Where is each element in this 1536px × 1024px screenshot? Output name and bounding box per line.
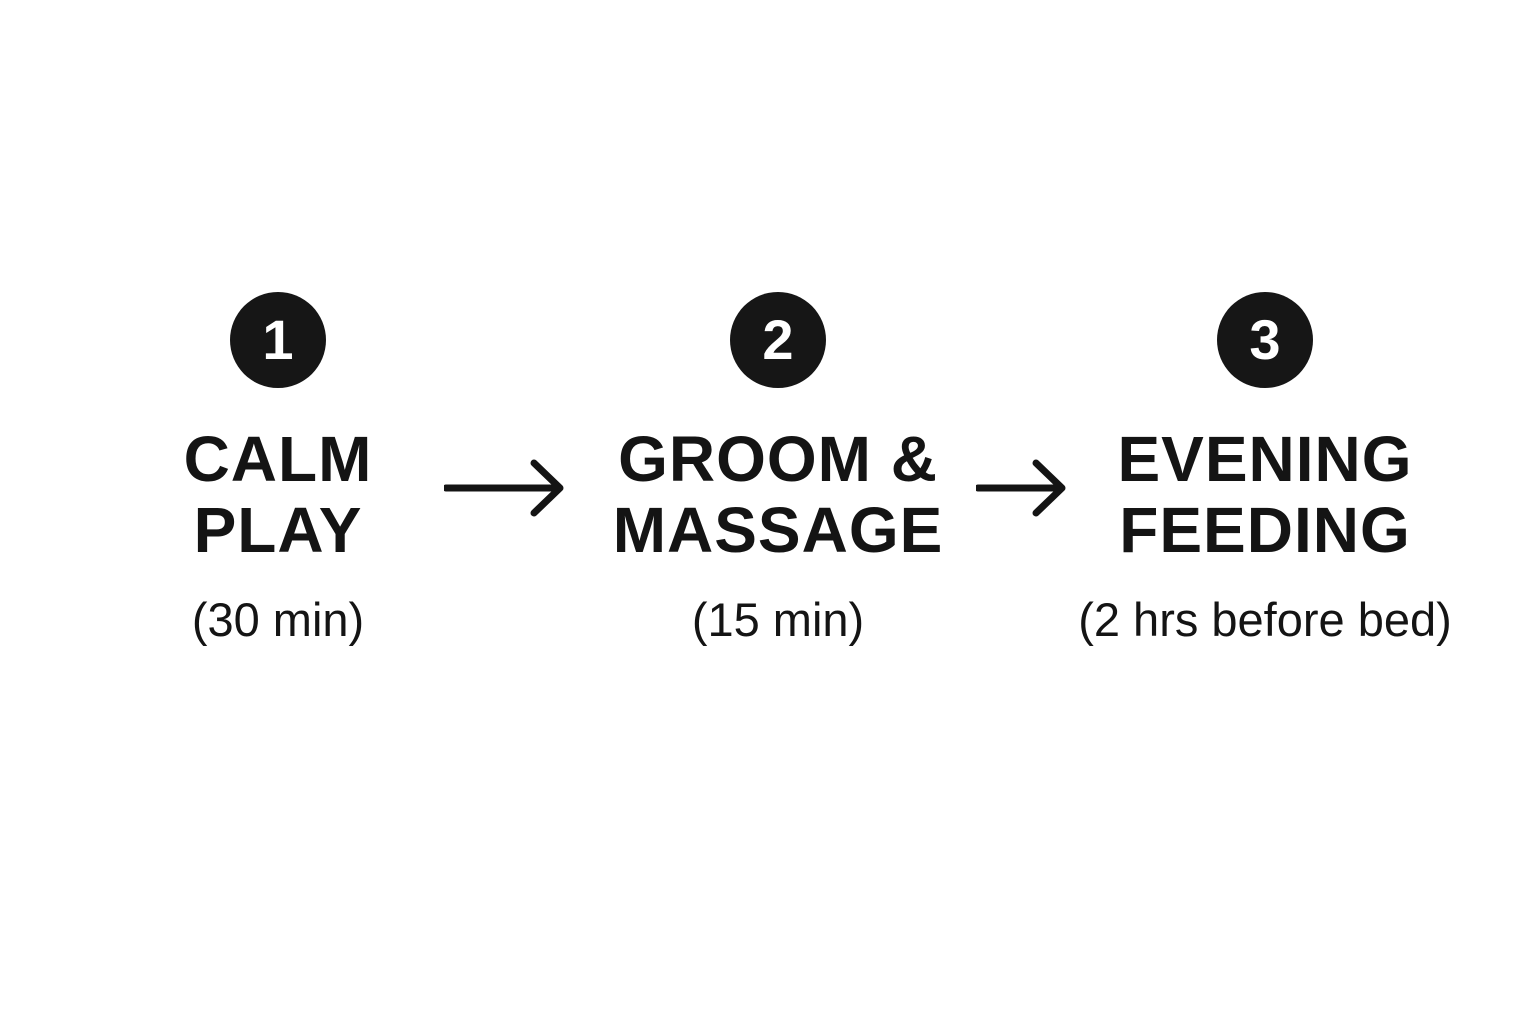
step-title-line: MASSAGE bbox=[612, 494, 944, 566]
step-number-badge: 2 bbox=[730, 292, 826, 388]
step-number-badge: 3 bbox=[1217, 292, 1313, 388]
step-number-badge: 1 bbox=[230, 292, 326, 388]
step-title-line: GROOM & bbox=[618, 423, 938, 495]
step-groom-massage: 2 GROOM & MASSAGE (15 min) bbox=[568, 292, 988, 648]
step-title-line: CALM bbox=[183, 423, 373, 495]
step-title-line: FEEDING bbox=[1119, 494, 1411, 566]
step-calm-play: 1 CALM PLAY (30 min) bbox=[68, 292, 488, 648]
step-title: GROOM & MASSAGE bbox=[613, 424, 944, 566]
step-title: CALM PLAY bbox=[184, 424, 373, 566]
step-duration: (15 min) bbox=[691, 593, 865, 646]
step-title-line: EVENING bbox=[1117, 423, 1413, 495]
step-duration: (2 hrs before bed) bbox=[1078, 593, 1452, 646]
arrow-right-icon bbox=[444, 458, 566, 518]
arrow-right-icon bbox=[976, 458, 1068, 518]
step-title-line: PLAY bbox=[193, 494, 363, 566]
step-evening-feeding: 3 EVENING FEEDING (2 hrs before bed) bbox=[1055, 292, 1475, 648]
step-duration: (30 min) bbox=[191, 593, 365, 646]
step-title: EVENING FEEDING bbox=[1117, 424, 1412, 566]
